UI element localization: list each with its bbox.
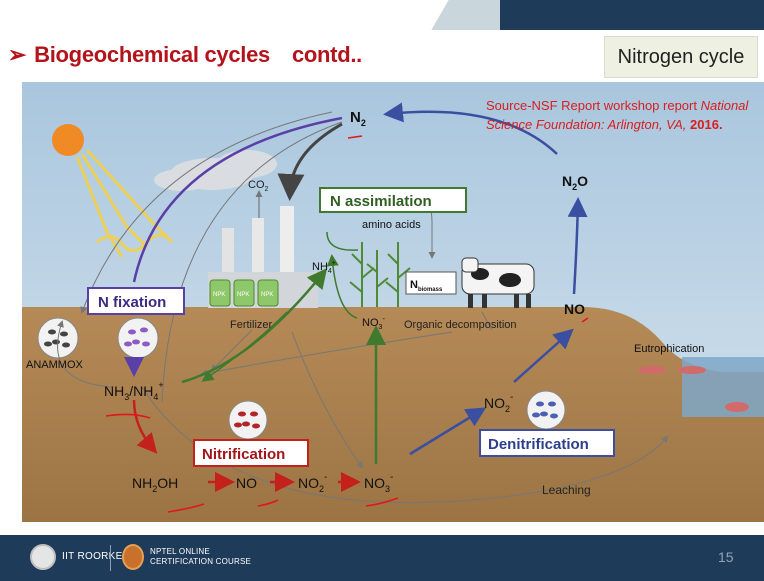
n-fixation-box <box>87 287 185 315</box>
sunrays-icon <box>75 148 174 258</box>
n-fixation-arrow <box>132 116 343 283</box>
iit-roorkee-logo-icon <box>30 544 56 570</box>
fertilizer-green-arrow <box>201 311 288 382</box>
assimilation-arrow-nh4 <box>181 268 328 384</box>
denitrification-arrow-4 <box>383 102 558 155</box>
label-n2o: N2O <box>562 173 588 192</box>
label-n2: N2 <box>350 109 366 128</box>
soil-ground <box>22 307 764 522</box>
source-citation: Source-NSF Report workshop report Nation… <box>486 96 762 134</box>
red-annotations <box>105 135 589 513</box>
plants-icon <box>349 242 411 307</box>
label-no2-right: NO2- <box>484 392 513 414</box>
n-assimilation-box <box>319 187 467 213</box>
label-eutrophication: Eutrophication <box>634 343 704 355</box>
label-no3-bottom: NO3- <box>364 472 393 494</box>
n-biomass-box <box>405 271 457 295</box>
label-leaching: Leaching <box>542 483 591 497</box>
footer-nptel: NPTEL ONLINE CERTIFICATION COURSE <box>150 547 252 566</box>
npk-bag-label-2: NPK <box>237 292 249 298</box>
label-organic-decomposition: Organic decomposition <box>404 319 517 331</box>
amino-acid-arrow-left <box>326 231 359 251</box>
label-no-bottom: NO <box>236 475 257 491</box>
label-denitrification: Denitrification <box>488 436 589 453</box>
topic-label: Nitrogen cycle <box>617 45 745 68</box>
label-nh2oh: NH2OH <box>132 475 178 494</box>
denitrification-arrow-2 <box>513 328 574 383</box>
label-no2-bottom: NO2- <box>298 472 327 494</box>
label-anammox: ANAMMOX <box>26 359 84 371</box>
industrial-fixation-arrow <box>277 122 343 201</box>
footer-institute: IIT ROORKEE <box>62 551 130 562</box>
nitrification-bacteria-icon <box>228 400 268 440</box>
denitrification-box <box>479 429 615 457</box>
nitrification-arrow-1 <box>132 399 158 454</box>
title-main: Biogeochemical cycles <box>34 42 270 67</box>
sun-icon <box>52 124 84 156</box>
n-fixation-bacteria-icon <box>117 317 159 359</box>
label-no3-plant: NO3- <box>362 314 385 331</box>
water-surface <box>682 357 764 417</box>
bullet-arrow-icon: ➢ <box>8 42 27 67</box>
label-n-biomass: Nbiomass <box>410 279 443 293</box>
label-no-top: NO <box>564 301 585 317</box>
nitrogen-cycle-diagram: NPK NPK NPK <box>22 82 764 522</box>
denitrification-arrow-3 <box>567 197 588 295</box>
npk-bag-label-1: NPK <box>213 292 225 298</box>
top-banner <box>0 0 764 30</box>
label-amino-acids: amino acids <box>362 219 421 231</box>
label-n-assimilation: N assimilation <box>330 193 432 210</box>
npk-bag-label-3: NPK <box>261 292 273 298</box>
label-co2: CO2 <box>248 179 269 193</box>
slide-title: ➢ Biogeochemical cycles contd.. <box>8 42 362 68</box>
label-nh3-nh4: NH3/NH4+ <box>104 380 164 402</box>
title-suffix: contd.. <box>291 42 362 67</box>
source-line-1: Source-NSF Report workshop report Nation… <box>486 98 749 113</box>
source-line-2: Science Foundation: Arlington, VA, 2016. <box>486 117 723 132</box>
label-nh4-plant: NH4+ <box>312 260 336 275</box>
fish-icon <box>638 366 749 412</box>
amino-acid-arrow-right <box>326 254 358 319</box>
nitrification-box <box>193 439 309 467</box>
footer-bar: IIT ROORKEE NPTEL ONLINE CERTIFICATION C… <box>0 535 764 581</box>
label-fertilizer: Fertilizer <box>230 319 273 331</box>
topic-box: Nitrogen cycle <box>604 36 758 78</box>
nptel-logo-icon <box>122 544 144 570</box>
page-number: 15 <box>718 549 734 565</box>
cow-icon <box>461 257 535 308</box>
denitrification-bacteria-icon <box>526 390 566 430</box>
label-nitrification: Nitrification <box>202 446 285 463</box>
denitrification-arrow-1 <box>409 407 487 456</box>
label-n-fixation: N fixation <box>98 294 166 311</box>
footer-divider <box>110 545 111 571</box>
